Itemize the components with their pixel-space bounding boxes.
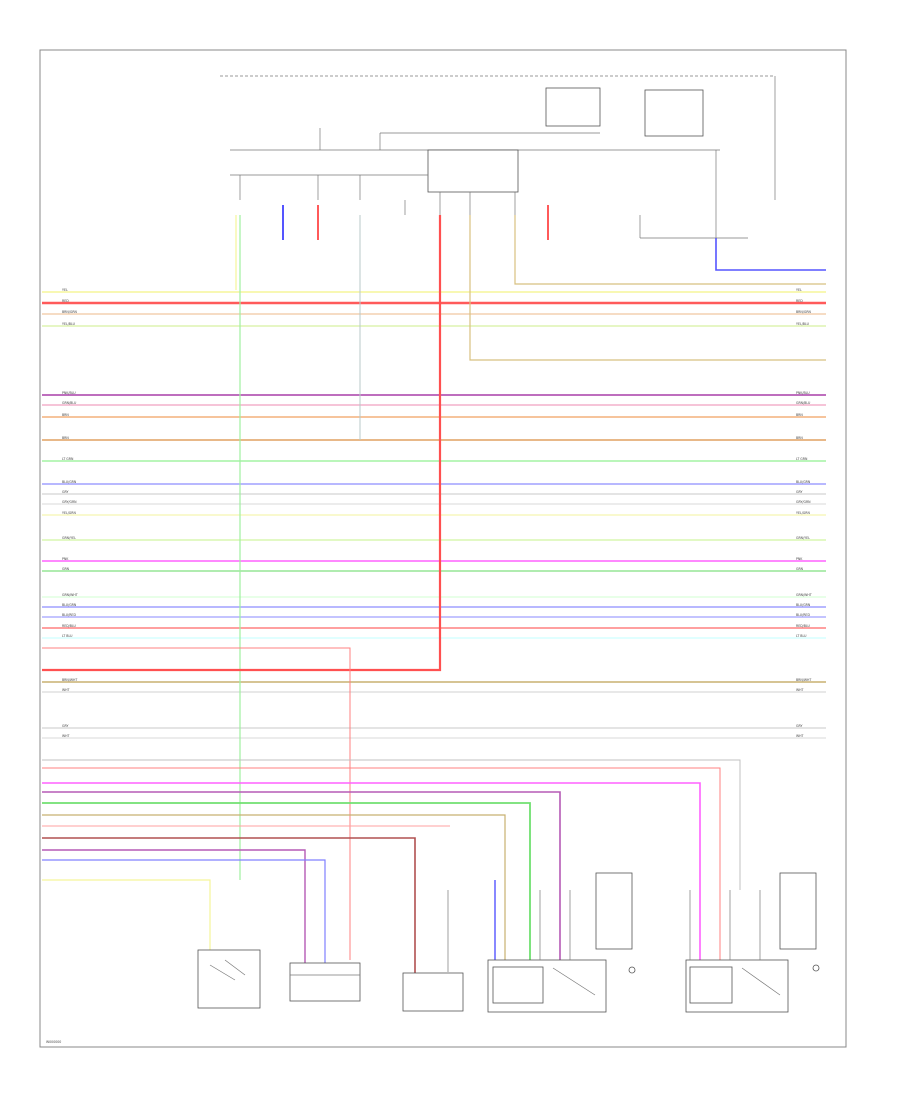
wire-label-left: LT BLU [62,634,73,638]
wire-label-right: GRN/WHT [796,593,812,597]
lower-branches [42,759,741,975]
wire-label-right: BLU/GRN [796,603,811,607]
wire-label-right: LT BLU [796,634,807,638]
wire-label-right: RED [796,299,803,303]
wire-label-left: GRN/YEL [62,536,76,540]
wire-label-right: BRN/WHT [796,678,811,682]
wire-label-right: BLU/RED [796,613,810,617]
footer-code: W000000 [46,1040,61,1044]
wire-label-right: GRY/GRN [796,500,811,504]
wire-label-right: YEL/GRN [796,511,810,515]
wire-label-right: GRN [796,567,804,571]
wire-label-left: YEL/BLU [62,322,76,326]
wire-label-left: RED/BLU [62,624,77,628]
wire-label-right: RED/BLU [796,624,811,628]
wire-label-left: PNK/BLU [62,391,76,395]
component-right-outside-mirror [487,959,607,1013]
wire-label-right: WHT [796,688,804,692]
wire-label-left: YEL/GRN [62,511,76,515]
wire-label-left: GRY [62,724,68,728]
wire-label-left: BRN [62,436,69,440]
wire-label-left: GRN/BLU [62,401,77,405]
wire-label-left: BRN/GRN [62,310,78,314]
top-power-section [220,75,826,285]
wire-label-left: BRN [62,413,69,417]
wire-label-left: BLU/RED [62,613,76,617]
wire-label-right: PNK/BLU [796,391,810,395]
diagram-frame [39,49,847,1048]
wire-label-right: GRN/YEL [796,536,810,540]
wire-label-left: GRY [62,490,68,494]
component-power-window-master-switch [197,949,261,1009]
harness-lines: YEL YEL RED RED BRN/GRN BRN/GRN YEL/BLU YEL/BLU… [42,288,826,739]
component-rear-window-defogger [289,962,361,1002]
wire-label-left: RED [62,299,69,303]
wire-label-left: WHT [62,734,70,738]
junction-block [427,149,519,193]
wire-label-right: BRN/GRN [796,310,812,314]
relay-box-1 [545,87,601,127]
wire-label-right: LT GRN [796,457,808,461]
wire-label-right: GRN/BLU [796,401,811,405]
wire-label-left: PNK [62,557,69,561]
wire-label-left: YEL [62,288,68,292]
wire-label-right: WHT [796,734,804,738]
wire-label-right: YEL/BLU [796,322,810,326]
wire-label-left: LT GRN [62,457,74,461]
wire-label-right: PNK [796,557,803,561]
wire-label-right: BLU/GRN [796,480,811,484]
wire-label-right: GRY [796,724,802,728]
wire-label-left: WHT [62,688,70,692]
vertical-feeds [42,215,826,960]
component-door-lock-switch [595,872,636,974]
wire-label-right: GRY [796,490,802,494]
relay-box-2 [644,89,704,137]
wire-label-left: GRY/GRN [62,500,77,504]
wire-label-right: YEL [796,288,802,292]
wire-label-left: BLU/GRN [62,480,77,484]
wire-label-left: GRN/WHT [62,593,78,597]
component-left-outside-mirror [685,872,820,1013]
wire-label-right: BRN [796,413,803,417]
component-body-control-module [402,972,464,1012]
wire-label-left: GRN [62,567,70,571]
wire-label-left: BRN/WHT [62,678,77,682]
wire-label-right: BRN [796,436,803,440]
connector-stubs [447,890,761,972]
wire-label-left: BLU/GRN [62,603,77,607]
